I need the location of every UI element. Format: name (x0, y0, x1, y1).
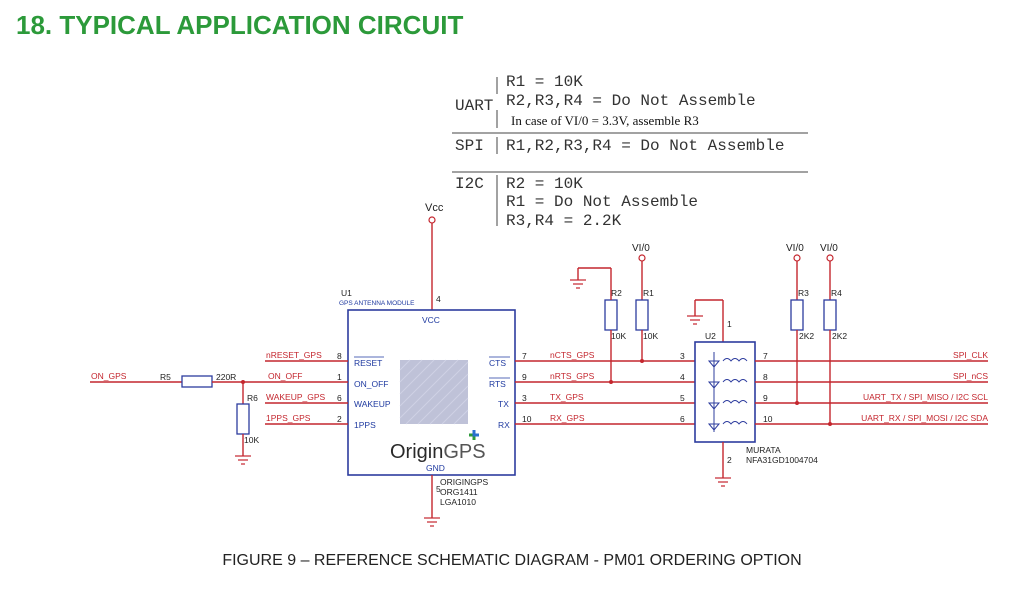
r2-ref: R2 (611, 288, 622, 298)
r5-value: 220R (216, 372, 236, 382)
net-tx: TX_GPS (550, 392, 584, 402)
vio-label-r4: VI/0 (820, 243, 838, 254)
net-ncts: nCTS_GPS (550, 350, 595, 360)
resistor-r5 (181, 375, 213, 388)
u1-ref: U1 (341, 288, 352, 298)
resistor-r2 (604, 299, 618, 331)
r4-value: 2K2 (832, 331, 847, 341)
net-1pps: 1PPS_GPS (266, 413, 311, 423)
u2-filter-coils (707, 352, 748, 432)
u2-maker: MURATA (746, 445, 781, 455)
u2-pin-7: 7 (763, 351, 768, 361)
out-uart-tx: UART_TX / SPI_MISO / I2C SCL (863, 392, 988, 402)
output-wiring: 7 SPI_CLK 8 SPI_nCS 9 UART_TX / SPI_MISO… (755, 243, 988, 426)
r6-value: 10K (244, 435, 259, 445)
u2-pin-3: 3 (680, 351, 685, 361)
net-on-gps: ON_GPS (91, 371, 127, 381)
uart-note: In case of VI/0 = 3.3V, assemble R3 (511, 113, 699, 128)
uart-label: UART (455, 97, 493, 115)
resistor-r3 (790, 299, 804, 331)
u2-pin-bottom: 2 (727, 455, 732, 465)
filter-u2: U2 1 2 MURATA NFA31GD1004704 (687, 299, 818, 487)
uart-line1: R1 = 10K (506, 73, 583, 91)
resistor-r1 (635, 299, 649, 331)
vcc-supply: Vcc 4 (425, 202, 444, 310)
origingps-logo: OriginGPS (390, 441, 486, 463)
r1-value: 10K (643, 331, 658, 341)
u2-ref: U2 (705, 331, 716, 341)
u1-gnd-pin-label: GND (426, 463, 445, 473)
u1-pin-tx: TX (498, 399, 509, 409)
u2-pin-5: 5 (680, 393, 685, 403)
u2-pin-4: 4 (680, 372, 685, 382)
net-rx: RX_GPS (550, 413, 585, 423)
u1-pin-1pps: 1PPS (354, 420, 376, 430)
module-chip-hatch (399, 359, 469, 425)
u2-pin-10: 10 (763, 414, 773, 424)
module-gnd: 5 (424, 475, 441, 527)
net-nrts: nRTS_GPS (550, 371, 595, 381)
vcc-pin-number: 4 (436, 294, 441, 304)
u1-maker: ORIGINGPS (440, 477, 489, 487)
vio-label-r1: VI/0 (632, 243, 650, 254)
left-wiring: nRESET_GPS 8 ON_GPS R5 220R ON_OFF 1 R6 … (90, 350, 348, 465)
pin-10-right: 10 (522, 414, 532, 424)
u2-pin-6: 6 (680, 414, 685, 424)
resistor-r4 (823, 299, 837, 331)
vcc-label: Vcc (425, 202, 444, 214)
r4-ref: R4 (831, 288, 842, 298)
u2-part: NFA31GD1004704 (746, 455, 818, 465)
u2-pin-8: 8 (763, 372, 768, 382)
gps-module-u1: U1 GPS ANTENNA MODULE VCC RESET ON_OFF W… (339, 288, 516, 507)
u2-pin-9: 9 (763, 393, 768, 403)
u1-pin-reset: RESET (354, 358, 382, 368)
r3-value: 2K2 (799, 331, 814, 341)
i2c-line1: R2 = 10K (506, 175, 583, 193)
gnd-pin-number: 5 (436, 484, 441, 494)
pin-1-left: 1 (337, 372, 342, 382)
pin-2-left: 2 (337, 414, 342, 424)
net-on-off: ON_OFF (268, 371, 302, 381)
figure-caption: FIGURE 9 – REFERENCE SCHEMATIC DIAGRAM -… (222, 552, 802, 569)
u2-pin-top: 1 (727, 319, 732, 329)
r2-value: 10K (611, 331, 626, 341)
pin-9-right: 9 (522, 372, 527, 382)
r6-ref: R6 (247, 393, 258, 403)
i2c-label: I2C (455, 175, 484, 193)
net-wakeup: WAKEUP_GPS (266, 392, 326, 402)
out-spi-clk: SPI_CLK (953, 350, 988, 360)
u1-package: LGA1010 (440, 497, 476, 507)
r5-ref: R5 (160, 372, 171, 382)
i2c-line2: R1 = Do Not Assemble (506, 193, 698, 211)
net-nreset: nRESET_GPS (266, 350, 322, 360)
config-table: R1 = 10K UART R2,R3,R4 = Do Not Assemble… (452, 73, 808, 230)
u1-pin-cts: CTS (489, 358, 506, 368)
u1-part: ORG1411 (440, 487, 478, 497)
u1-vcc-pin-label: VCC (422, 315, 440, 325)
u1-pin-on-off: ON_OFF (354, 379, 388, 389)
right-wiring: 7 nCTS_GPS 3 9 nRTS_GPS 4 3 TX_GPS 5 10 … (515, 243, 695, 425)
pin-7-right: 7 (522, 351, 527, 361)
spi-line1: R1,R2,R3,R4 = Do Not Assemble (506, 137, 784, 155)
r3-ref: R3 (798, 288, 809, 298)
i2c-line3: R3,R4 = 2.2K (506, 212, 622, 230)
out-uart-rx: UART_RX / SPI_MOSI / I2C SDA (861, 413, 988, 423)
u1-pin-rx: RX (498, 420, 510, 430)
r1-ref: R1 (643, 288, 654, 298)
vio-label-r3: VI/0 (786, 243, 804, 254)
resistor-r6 (236, 403, 250, 435)
u1-pin-wakeup: WAKEUP (354, 399, 391, 409)
u1-pin-rts: RTS (489, 379, 506, 389)
uart-line2: R2,R3,R4 = Do Not Assemble (506, 92, 756, 110)
pin-8-left: 8 (337, 351, 342, 361)
section-heading: 18. TYPICAL APPLICATION CIRCUIT (16, 10, 464, 40)
spi-label: SPI (455, 137, 484, 155)
pin-3-right: 3 (522, 393, 527, 403)
u1-description: GPS ANTENNA MODULE (339, 300, 415, 307)
module-chip-pattern (400, 360, 468, 424)
pin-6-left: 6 (337, 393, 342, 403)
out-spi-ncs: SPI_nCS (953, 371, 988, 381)
